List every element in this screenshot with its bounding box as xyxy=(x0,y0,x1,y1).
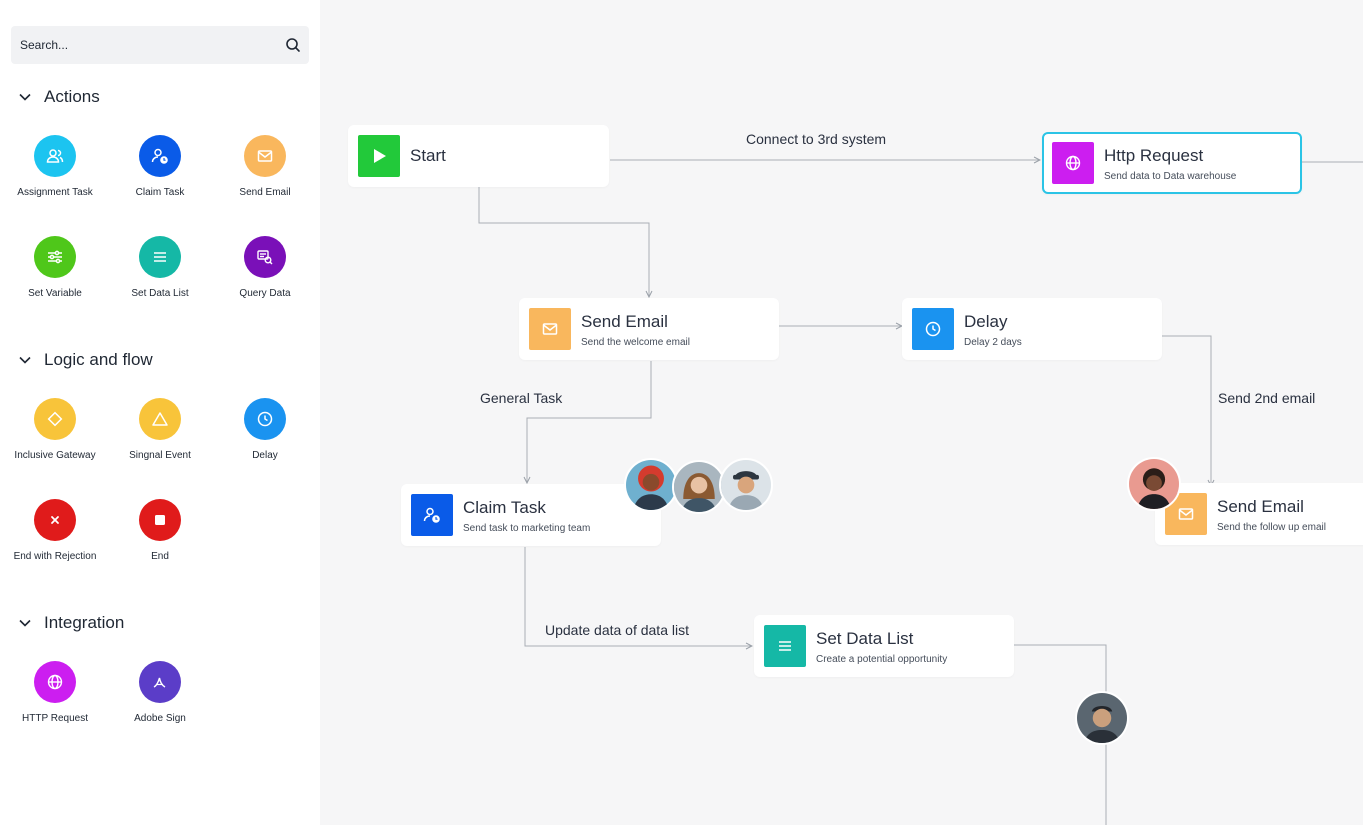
tool-end-with-rejection[interactable]: End with Rejection xyxy=(0,499,110,562)
section-integration-toggle[interactable]: Integration xyxy=(18,611,124,635)
users-icon xyxy=(34,135,76,177)
mail-icon xyxy=(529,308,571,350)
node-title: Http Request xyxy=(1104,146,1204,165)
tool-label: Assignment Task xyxy=(17,187,93,198)
node-start[interactable]: Start xyxy=(348,125,609,187)
play-icon xyxy=(358,135,400,177)
node-subtitle: Send the welcome email xyxy=(581,337,690,348)
node-title: Delay xyxy=(964,312,1008,331)
node-title: Set Data List xyxy=(816,629,914,648)
mail-icon xyxy=(244,135,286,177)
node-set-data-list[interactable]: Set Data List Create a potential opportu… xyxy=(754,615,1014,677)
tool-label: Singnal Event xyxy=(129,450,191,461)
edge-claim-set-data xyxy=(524,547,752,646)
avatar[interactable] xyxy=(624,458,678,512)
search-doc-icon xyxy=(244,236,286,278)
list-icon xyxy=(764,625,806,667)
node-send-email[interactable]: Send Email Send the welcome email xyxy=(519,298,779,360)
tool-adobe-sign[interactable]: Adobe Sign xyxy=(105,661,215,724)
chevron-down-icon xyxy=(19,93,31,101)
tool-query-data[interactable]: Query Data xyxy=(210,236,320,299)
user-clock-icon xyxy=(411,494,453,536)
node-claim-task[interactable]: Claim Task Send task to marketing team xyxy=(401,484,661,546)
edge-delay-send-email-2 xyxy=(1162,335,1211,486)
tool-claim-task[interactable]: Claim Task xyxy=(105,135,215,198)
tool-label: Set Data List xyxy=(131,288,189,299)
node-subtitle: Send the follow up email xyxy=(1217,522,1326,533)
triangle-icon xyxy=(139,398,181,440)
edge-send-email-claim xyxy=(527,361,652,483)
x-icon xyxy=(34,499,76,541)
node-delay[interactable]: Delay Delay 2 days xyxy=(902,298,1162,360)
node-title: Claim Task xyxy=(463,498,546,517)
edge-label-general: General Task xyxy=(480,390,563,406)
tool-label: Inclusive Gateway xyxy=(14,450,96,461)
tool-label: End with Rejection xyxy=(13,551,97,562)
globe-icon xyxy=(1052,142,1094,184)
edge-start-send-email xyxy=(478,187,649,297)
avatar[interactable] xyxy=(1075,691,1129,745)
tool-label: End xyxy=(151,551,169,562)
tool-inclusive-gateway[interactable]: Inclusive Gateway xyxy=(0,398,110,461)
search-input[interactable] xyxy=(11,26,271,64)
tool-assignment-task[interactable]: Assignment Task xyxy=(0,135,110,198)
node-send-email-followup[interactable]: Send Email Send the follow up email xyxy=(1155,483,1363,545)
edge-label-connect: Connect to 3rd system xyxy=(746,131,887,147)
clock-icon xyxy=(912,308,954,350)
edge-set-data-down xyxy=(1014,644,1107,825)
node-http-request[interactable]: Http Request Send data to Data warehouse xyxy=(1042,132,1302,194)
diamond-icon xyxy=(34,398,76,440)
node-subtitle: Send task to marketing team xyxy=(463,523,591,534)
node-subtitle: Create a potential opportunity xyxy=(816,654,948,665)
search-box xyxy=(11,26,309,64)
node-subtitle: Delay 2 days xyxy=(964,337,1022,348)
node-title: Send Email xyxy=(581,312,668,331)
tool-label: Adobe Sign xyxy=(134,713,186,724)
section-title: Integration xyxy=(44,613,125,632)
tool-label: Send Email xyxy=(239,187,291,198)
tool-delay[interactable]: Delay xyxy=(210,398,320,461)
tool-set-variable[interactable]: Set Variable xyxy=(0,236,110,299)
connector-layer xyxy=(478,0,1363,825)
adobe-sign-icon xyxy=(139,661,181,703)
list-icon xyxy=(139,236,181,278)
chevron-down-icon xyxy=(19,356,31,364)
tool-http-request[interactable]: HTTP Request xyxy=(0,661,110,724)
edge-label-second-email: Send 2nd email xyxy=(1218,390,1316,406)
tool-palette: Actions Assignment Task Claim Task Send … xyxy=(0,0,320,825)
search-icon[interactable] xyxy=(285,37,301,53)
clock-icon xyxy=(244,398,286,440)
tool-label: Delay xyxy=(252,450,278,461)
tool-end[interactable]: End xyxy=(105,499,215,562)
stop-icon xyxy=(139,499,181,541)
avatar[interactable] xyxy=(672,460,726,514)
node-title: Send Email xyxy=(1217,497,1304,516)
section-actions-toggle[interactable]: Actions xyxy=(18,85,100,109)
workflow-canvas[interactable]: Connect to 3rd system General Task Send … xyxy=(320,0,1363,825)
edge-label-update: Update data of data list xyxy=(545,622,689,638)
chevron-down-icon xyxy=(19,619,31,627)
node-subtitle: Send data to Data warehouse xyxy=(1104,171,1237,182)
tool-label: Set Variable xyxy=(28,288,82,299)
globe-icon xyxy=(34,661,76,703)
tool-signal-event[interactable]: Singnal Event xyxy=(105,398,215,461)
user-clock-icon xyxy=(139,135,181,177)
tool-set-data-list[interactable]: Set Data List xyxy=(105,236,215,299)
section-title: Logic and flow xyxy=(44,350,153,369)
node-title: Start xyxy=(410,146,446,165)
sliders-icon xyxy=(34,236,76,278)
avatar[interactable] xyxy=(1127,457,1181,511)
section-title: Actions xyxy=(44,87,100,106)
tool-send-email[interactable]: Send Email xyxy=(210,135,320,198)
section-logic-toggle[interactable]: Logic and flow xyxy=(18,348,153,372)
tool-label: Claim Task xyxy=(135,187,185,198)
tool-label: HTTP Request xyxy=(22,713,88,724)
avatar[interactable] xyxy=(719,458,773,512)
tool-label: Query Data xyxy=(239,288,291,299)
